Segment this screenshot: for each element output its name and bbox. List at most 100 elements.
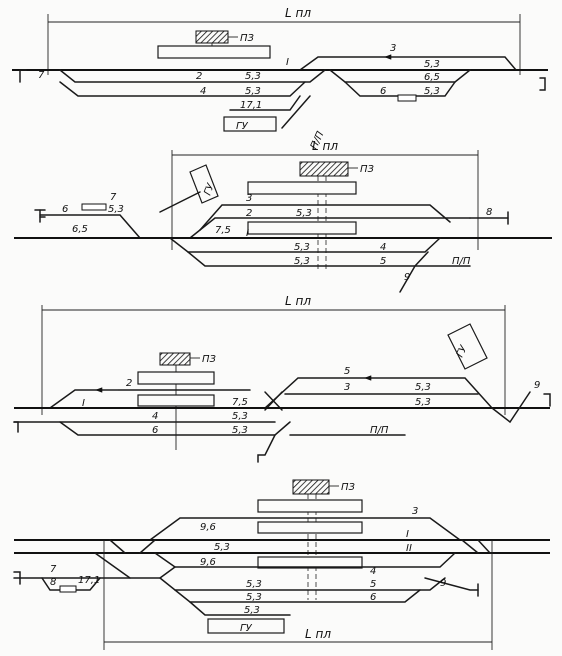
station-building [195, 30, 229, 44]
dead-end-spur [257, 434, 276, 463]
crossover [139, 539, 156, 554]
passenger-platform [137, 371, 215, 385]
gu-building [447, 323, 488, 370]
track-number: 6 [370, 592, 376, 603]
diagram-3: L пл ПЗ ГУ 2 5 3 5,3 I 7,5 5,3 9 4 5 [13, 294, 551, 463]
track-number: 5 [380, 256, 386, 267]
track-number: 3 [390, 43, 396, 54]
track-length: 5,3 [232, 425, 248, 436]
main-track-label: I [406, 529, 409, 540]
passenger-platform [157, 45, 271, 59]
track-number: 4 [380, 242, 386, 253]
station-building [292, 479, 330, 495]
main-track-label: II [406, 543, 412, 554]
track-length: 5,3 [294, 242, 310, 253]
track-number: 2 [196, 71, 202, 82]
passenger-platform [257, 556, 363, 569]
gu-label: ГУ [455, 343, 470, 359]
main-track-label: I [246, 228, 249, 239]
passenger-platform [247, 181, 357, 195]
dead-end-stop [13, 421, 19, 433]
track-length: 9,6 [200, 522, 216, 533]
track-5 [187, 251, 429, 267]
dead-end-stop [13, 571, 21, 585]
track-6 [39, 214, 141, 239]
dead-end-stop [543, 393, 551, 407]
track-length: 5,3 [245, 71, 261, 82]
track-5 [264, 377, 493, 409]
length-label: L пл [305, 627, 331, 641]
track-length: 7,5 [232, 397, 248, 408]
track-number: 4 [152, 411, 158, 422]
track-3 [149, 517, 461, 541]
track-number: 5 [344, 366, 350, 377]
track-2 [59, 69, 326, 83]
track-number: 9 [440, 578, 446, 589]
passenger-platform [247, 221, 357, 235]
gu-building [189, 164, 219, 204]
track-gu [159, 191, 201, 213]
main-track-label: I [286, 57, 289, 68]
track-length: 5,3 [245, 86, 261, 97]
track-number: 7 [50, 564, 57, 575]
track-number: 8 [486, 207, 492, 218]
station-building [299, 161, 349, 177]
loading-platform [81, 203, 107, 211]
pp-label: П/П [370, 425, 389, 436]
track-length: 5,3 [214, 542, 230, 553]
track-length: 5,3 [232, 411, 248, 422]
track-pp [281, 95, 311, 129]
diagram-2: L пл ПЗ ГУ 6 5,3 7 6,5 3 2 5,3 8 7,5 I [14, 139, 552, 293]
pz-label: ПЗ [240, 33, 255, 44]
track-number: 3 [344, 382, 350, 393]
gu-platform [207, 618, 285, 634]
track-length: 5,3 [296, 208, 312, 219]
track-length: 17,1 [240, 100, 262, 111]
track-number: 6 [62, 204, 68, 215]
track-main-yard [189, 601, 291, 616]
track-number: 8 [50, 577, 56, 588]
crossover [477, 539, 491, 554]
track-number: 9 [404, 272, 410, 283]
gu-label: ГУ [202, 181, 217, 197]
length-label: L пл [285, 294, 311, 308]
track-length: 5,3 [415, 382, 431, 393]
loading-platform [59, 585, 77, 593]
track-number: 9 [534, 380, 540, 391]
track-2 [189, 217, 471, 239]
track-length: 5,3 [424, 59, 440, 70]
dead-end-stop [539, 77, 546, 91]
diagram-1: L пл ПЗ I 3 5,3 7 2 5,3 4 5,3 6,5 6 5,3 [12, 6, 548, 151]
track-2 [49, 389, 251, 409]
track-number: 3 [412, 506, 418, 517]
passenger-platform [257, 521, 363, 534]
track-length: 7,5 [215, 225, 231, 236]
passenger-platform [137, 394, 215, 407]
track-9 [424, 577, 479, 591]
track-number: 3 [246, 193, 252, 204]
track-4 [154, 552, 456, 568]
track-length: 6,5 [424, 72, 440, 83]
loading-platform [397, 94, 417, 102]
track-number: 6 [152, 425, 158, 436]
track-6 [174, 589, 421, 603]
gu-label: ГУ [236, 121, 249, 132]
track-number: 7 [110, 192, 117, 203]
gu-label: ГУ [240, 623, 253, 634]
track-length: 6,5 [72, 224, 88, 235]
station-building [159, 352, 191, 366]
pz-label: ПЗ [341, 482, 356, 493]
track-length: 17,1 [78, 575, 100, 586]
track-length: 9,6 [200, 557, 216, 568]
track-4 [59, 81, 306, 97]
pz-label: ПЗ [360, 164, 375, 175]
pz-label: ПЗ [202, 354, 217, 365]
dead-end-stop [19, 69, 27, 83]
track-connector [94, 552, 176, 579]
track-3 [299, 56, 517, 71]
track-3 [199, 204, 451, 231]
main-track-label: I [82, 398, 85, 409]
track-length: 5,3 [294, 256, 310, 267]
track-length: 5,3 [246, 592, 262, 603]
